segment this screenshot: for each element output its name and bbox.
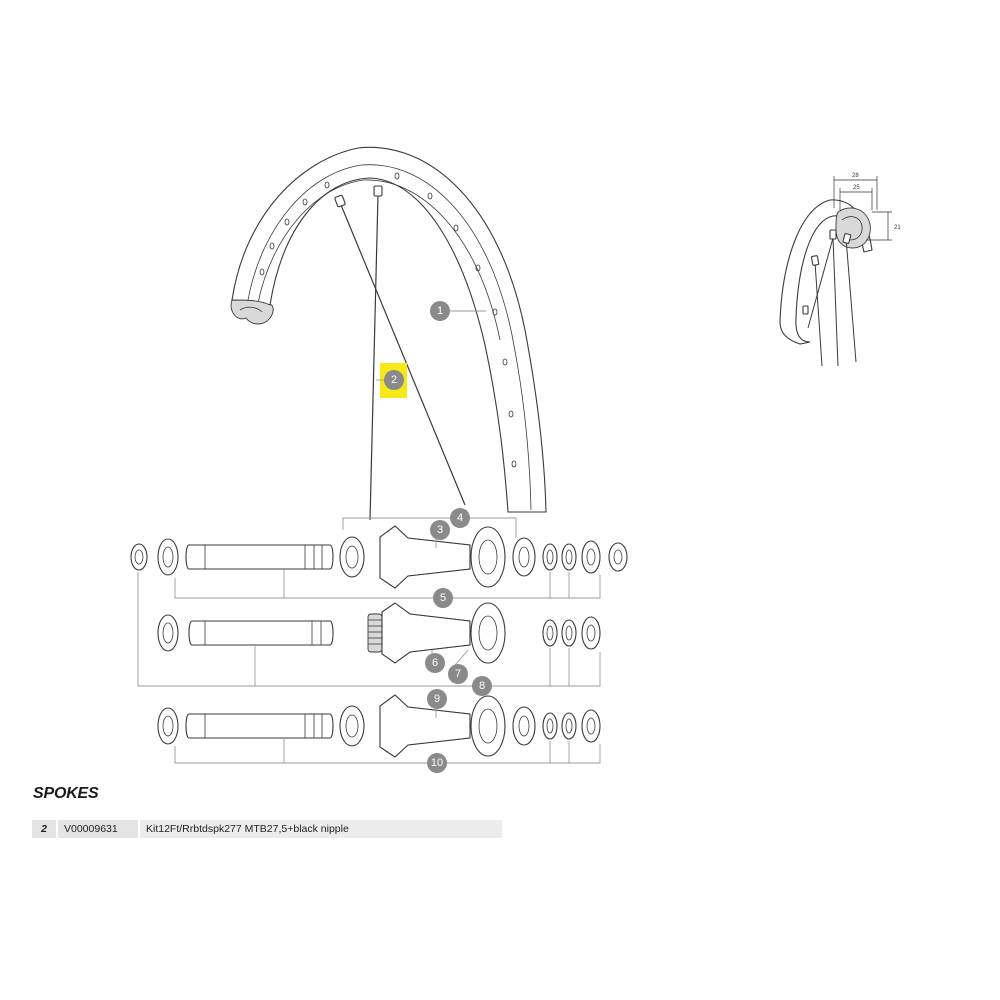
dimension-inner-width: 25 [853,185,860,191]
rim-profile-detail: 28 25 21 [779,173,901,367]
callout-2: 2 [384,370,404,390]
callout-6: 6 [425,653,445,673]
leader-lines [137,310,601,764]
svg-text:6: 6 [432,657,438,669]
svg-text:9: 9 [434,693,440,705]
spokes-illustration [334,185,466,521]
callout-4: 4 [450,508,470,528]
svg-text:3: 3 [437,524,443,536]
svg-text:10: 10 [431,757,443,769]
callout-7: 7 [448,664,468,684]
callout-10: 10 [427,753,447,773]
hub-assembly-rear [157,602,601,664]
svg-text:8: 8 [479,680,485,692]
hub-assembly-alt [157,694,601,758]
callout-9: 9 [427,689,447,709]
part-reference: V00009631 [58,820,138,838]
callout-5: 5 [433,588,453,608]
callout-3: 3 [430,520,450,540]
svg-text:1: 1 [437,305,443,317]
hub-assembly-front [130,525,628,589]
svg-text:5: 5 [440,592,446,604]
svg-text:4: 4 [457,512,463,524]
dimension-height: 21 [894,225,901,231]
svg-text:7: 7 [455,668,461,680]
rim-illustration [230,146,547,513]
part-number: 2 [32,820,56,838]
callout-8: 8 [472,676,492,696]
svg-text:2: 2 [391,374,397,386]
dimension-outer-width: 28 [852,173,859,179]
section-title: SPOKES [33,785,99,802]
callout-1: 1 [430,301,450,321]
part-description: Kit12Ft/Rrbtdspk277 MTB27,5+black nipple [140,820,502,838]
parts-table-row: 2 V00009631 Kit12Ft/Rrbtdspk277 MTB27,5+… [32,820,502,838]
